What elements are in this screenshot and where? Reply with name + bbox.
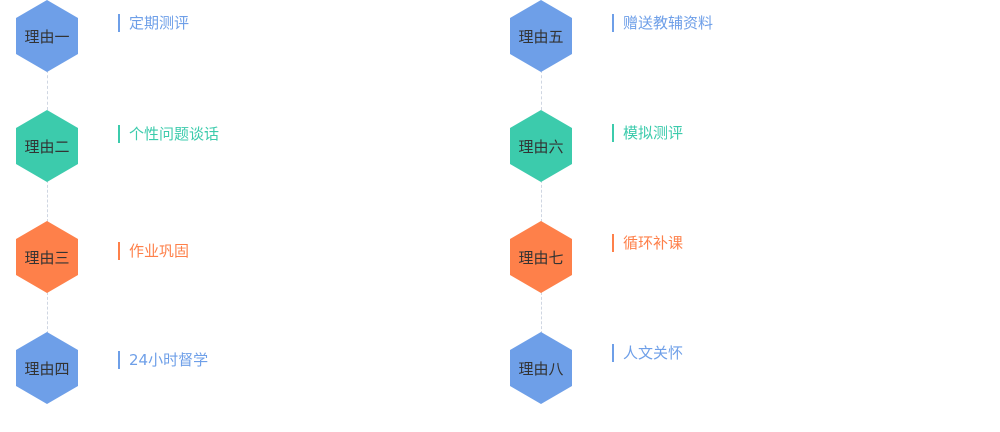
badge-label: 理由三: [24, 248, 70, 267]
badge-label: 理由一: [24, 27, 70, 46]
badge-label: 理由七: [518, 248, 564, 267]
hexagon-badge: 理由五: [510, 0, 572, 72]
reason-item-6: 理由六 模拟测评: [510, 110, 930, 182]
badge-label: 理由六: [518, 137, 564, 156]
hexagon-badge: 理由八: [510, 332, 572, 404]
badge-label: 理由八: [518, 359, 564, 378]
badge-label: 理由五: [518, 27, 564, 46]
reason-item-7: 理由七 循环补课: [510, 221, 930, 293]
hexagon-badge: 理由二: [16, 110, 78, 182]
dashed-connector: [541, 70, 542, 110]
hexagon-badge: 理由七: [510, 221, 572, 293]
reason-text: 人文关怀: [612, 344, 683, 362]
reason-text: 赠送教辅资料: [612, 14, 713, 32]
hexagon-badge: 理由六: [510, 110, 572, 182]
badge-label: 理由二: [24, 137, 70, 156]
hexagon-badge: 理由四: [16, 332, 78, 404]
reasons-column-left: 理由一 定期测评 理由二 个性问题谈话 理由三 作业巩固 理由四 24小时督学: [16, 0, 416, 432]
reason-item-2: 理由二 个性问题谈话: [16, 110, 436, 182]
reason-item-5: 理由五 赠送教辅资料: [510, 0, 930, 72]
reason-text: 循环补课: [612, 234, 683, 252]
hexagon-badge: 理由一: [16, 0, 78, 72]
reason-item-8: 理由八 人文关怀: [510, 332, 930, 404]
reason-text: 个性问题谈话: [118, 125, 219, 143]
reason-item-3: 理由三 作业巩固: [16, 221, 436, 293]
reasons-column-right: 理由五 赠送教辅资料 理由六 模拟测评 理由七 循环补课 理由八 人文关怀: [510, 0, 910, 432]
dashed-connector: [541, 180, 542, 222]
dashed-connector: [47, 70, 48, 110]
dashed-connector: [47, 292, 48, 334]
hexagon-badge: 理由三: [16, 221, 78, 293]
dashed-connector: [541, 292, 542, 334]
reason-text: 24小时督学: [118, 351, 208, 369]
badge-label: 理由四: [24, 359, 70, 378]
reason-item-1: 理由一 定期测评: [16, 0, 436, 72]
reason-text: 模拟测评: [612, 124, 683, 142]
reason-text: 作业巩固: [118, 242, 189, 260]
reason-item-4: 理由四 24小时督学: [16, 332, 436, 404]
dashed-connector: [47, 180, 48, 222]
reason-text: 定期测评: [118, 14, 189, 32]
